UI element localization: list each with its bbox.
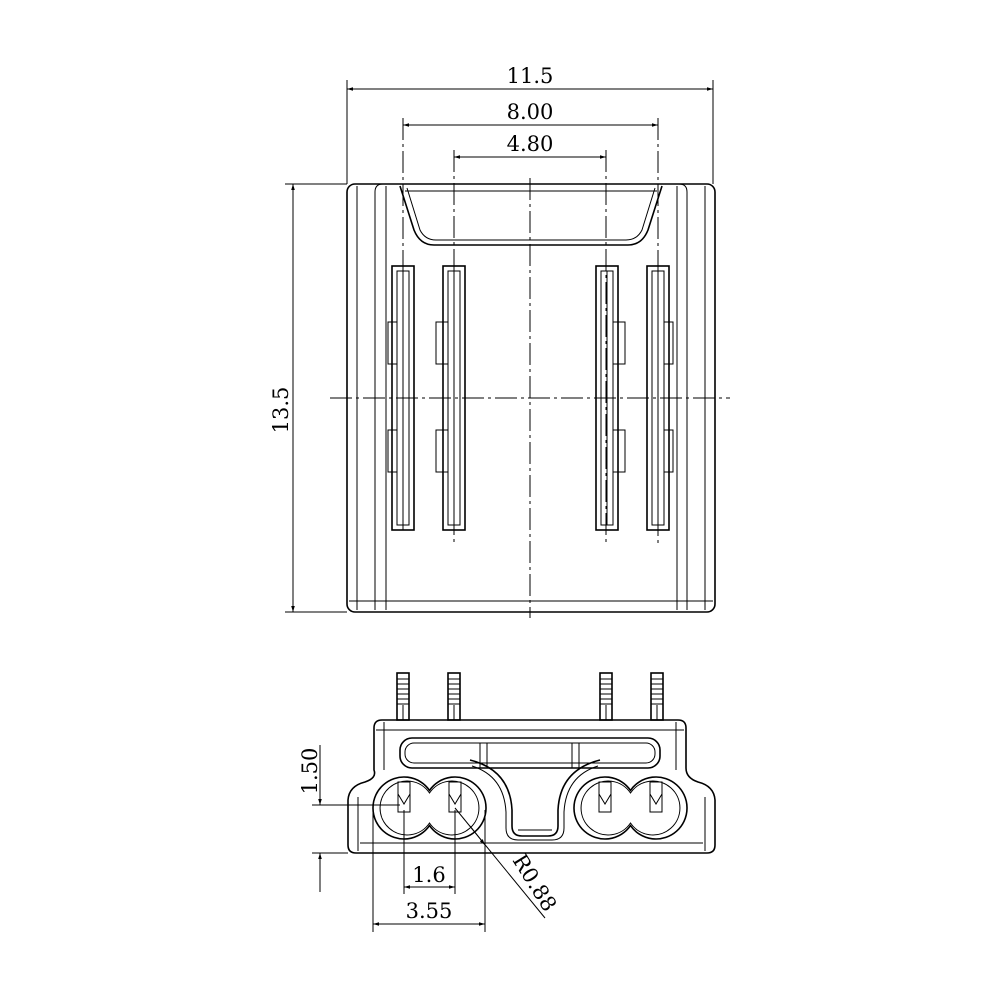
dim-label: 1.6 [412, 863, 445, 887]
front-view: 1.50 1.6 3.55 R0.88 [298, 672, 716, 932]
dimension-overall-width: 11.5 [346, 64, 714, 184]
terminal-pins [396, 672, 664, 721]
dimension-overall-height: 13.5 [269, 183, 347, 613]
dimension-height: 1.50 [298, 745, 400, 892]
top-channel [399, 737, 661, 769]
dim-label: 4.80 [507, 132, 554, 156]
dimension-pair-width: 3.55 [372, 810, 486, 932]
terminal-pin [396, 672, 410, 721]
dimension-radius: R0.88 [454, 807, 561, 919]
terminal-pin [447, 672, 461, 721]
center-channel [469, 759, 601, 841]
top-view: 11.5 8.00 4.80 13.5 [269, 64, 730, 618]
top-cup [399, 185, 663, 246]
dimension-inner-pin-span: 4.80 [454, 132, 606, 159]
dim-label: 3.55 [406, 899, 453, 923]
dimension-pin-pitch: 1.6 [403, 810, 456, 894]
dim-label: 13.5 [269, 387, 293, 434]
socket-pair-right [573, 776, 688, 840]
dimension-outer-pin-span: 8.00 [403, 100, 658, 127]
housing-inner-lines [349, 183, 713, 610]
dim-label: 8.00 [507, 100, 554, 124]
terminal-pin [599, 672, 613, 721]
dim-label: 11.5 [507, 64, 554, 88]
socket-pair-left [372, 776, 487, 840]
housing-front-outline [347, 719, 716, 854]
dim-label: 1.50 [298, 748, 322, 795]
terminal-pin [650, 672, 664, 721]
